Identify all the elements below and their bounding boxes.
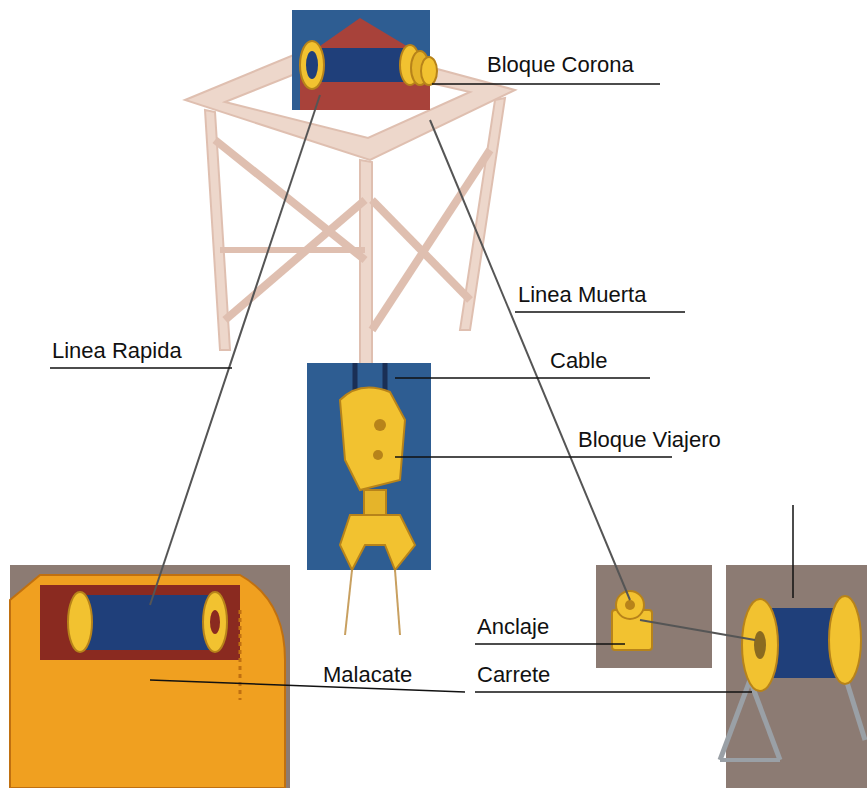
part-label: Carrete — [477, 662, 550, 688]
part-label: Anclaje — [477, 614, 549, 640]
deadline-anchor — [596, 565, 712, 668]
part-label: Linea Muerta — [518, 282, 646, 308]
traveling-block — [307, 363, 431, 635]
part-label: Bloque Viajero — [578, 427, 721, 453]
crown-block — [292, 10, 437, 110]
leader-lines — [50, 84, 793, 692]
dead-line-to-reel — [640, 620, 755, 640]
part-label: Malacate — [323, 662, 412, 688]
part-label: Bloque Corona — [487, 52, 634, 78]
part-label: Cable — [550, 348, 607, 374]
part-label: Linea Rapida — [52, 338, 182, 364]
storage-reel — [720, 565, 867, 788]
dead-line — [430, 120, 630, 600]
drawworks — [10, 565, 290, 788]
